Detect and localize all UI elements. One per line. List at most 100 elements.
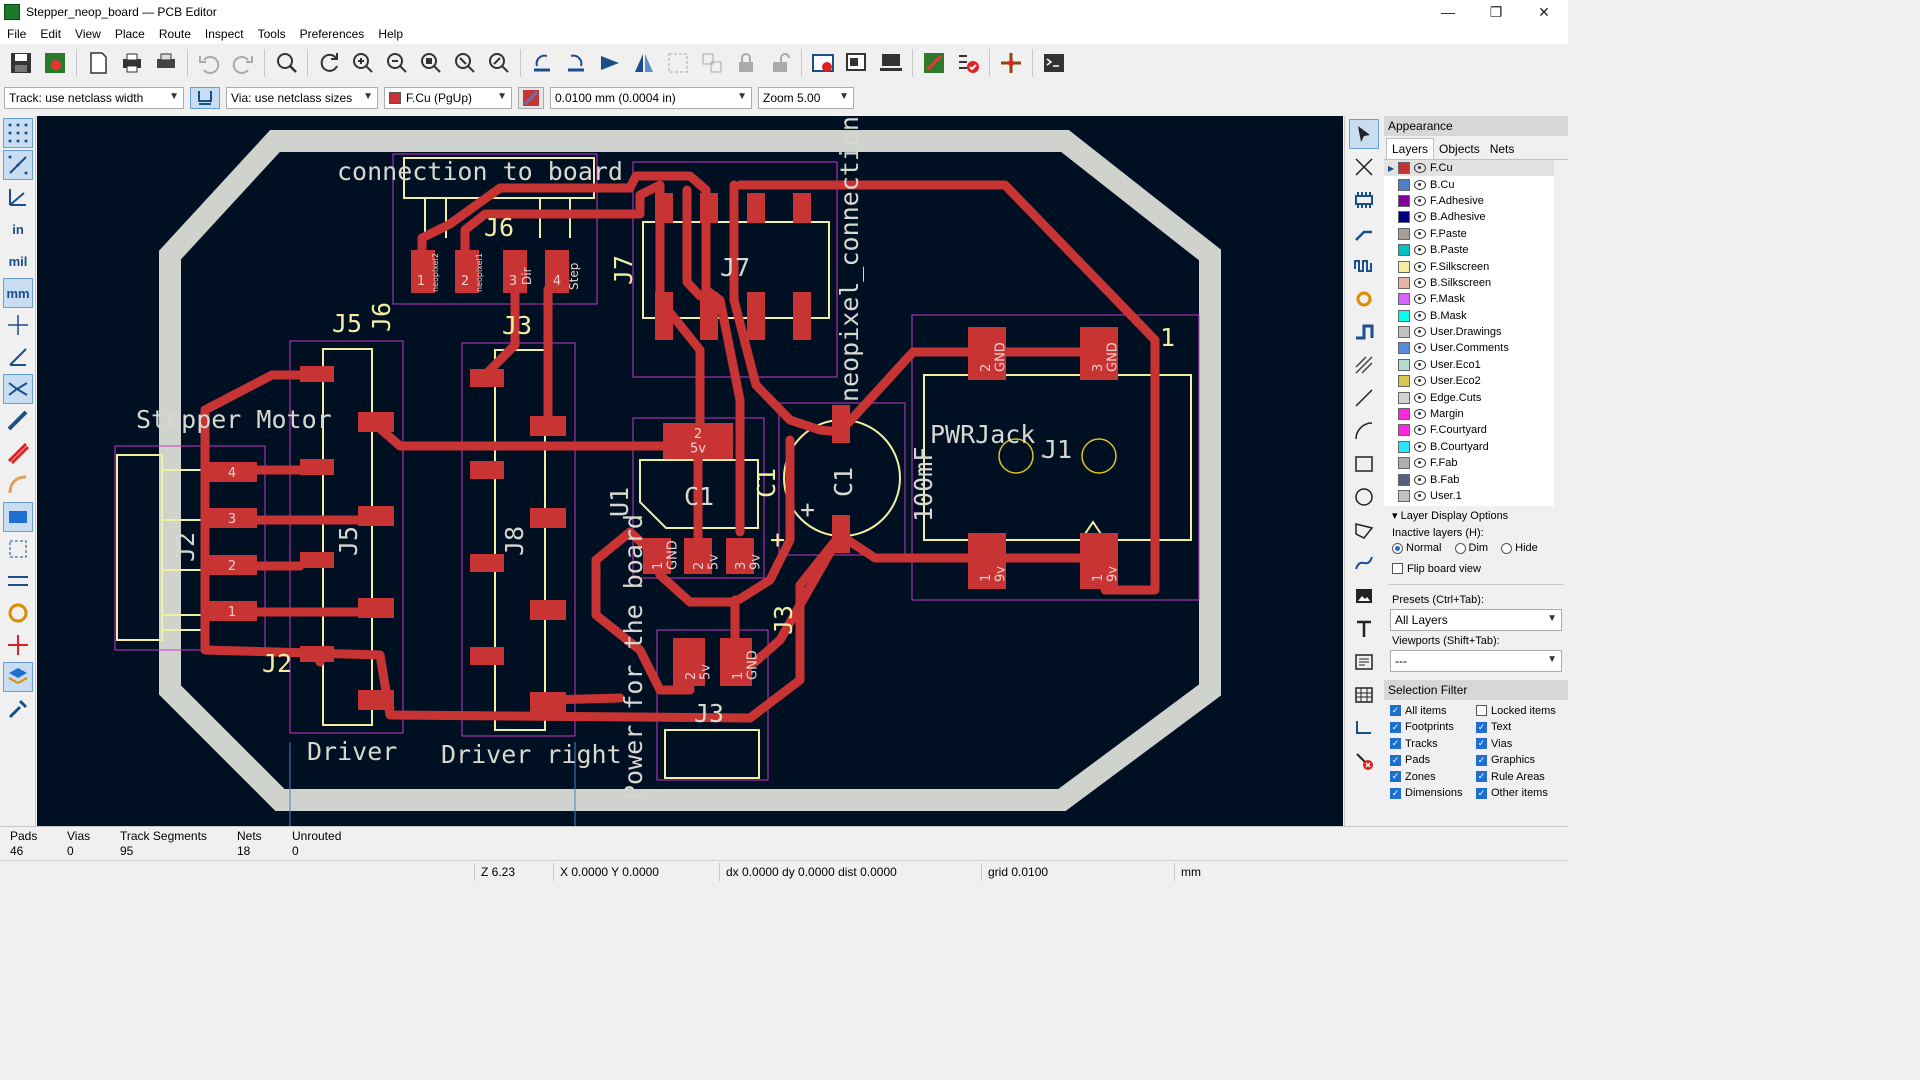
selection-filter-rule-areas[interactable]: ✓Rule Areas xyxy=(1476,770,1566,785)
visibility-eye-icon[interactable] xyxy=(1414,212,1426,223)
layer-select[interactable]: F.Cu (PgUp)▼ xyxy=(384,87,512,109)
draw-rectangle-icon[interactable] xyxy=(1349,449,1379,479)
zoom-select[interactable]: Zoom 5.00▼ xyxy=(758,87,854,109)
selection-filter-all-items[interactable]: ✓All items xyxy=(1390,704,1476,719)
grid-dots-icon[interactable] xyxy=(3,118,33,148)
refresh-icon[interactable] xyxy=(314,48,344,78)
local-ratsnest-icon[interactable] xyxy=(1349,152,1379,182)
microwave-icon[interactable] xyxy=(3,598,33,628)
zone-outline-icon[interactable] xyxy=(3,502,33,532)
menu-route[interactable]: Route xyxy=(158,27,191,41)
mirror-icon[interactable] xyxy=(629,48,659,78)
zoom-out-icon[interactable] xyxy=(382,48,412,78)
tab-objects[interactable]: Objects xyxy=(1439,142,1480,156)
layer-color-swatch[interactable] xyxy=(1398,309,1410,322)
layer-row[interactable]: User.Eco2 xyxy=(1384,373,1554,389)
auto-track-width-button[interactable] xyxy=(190,87,220,109)
selection-filter-other-items[interactable]: ✓Other items xyxy=(1476,786,1566,801)
layer-row[interactable]: F.Adhesive xyxy=(1384,193,1554,209)
show-ratsnest-icon[interactable] xyxy=(996,48,1026,78)
layer-color-swatch[interactable] xyxy=(1398,162,1410,175)
unit-mils-button[interactable]: mil xyxy=(3,246,33,276)
add-text-icon[interactable] xyxy=(1349,614,1379,644)
layer-color-swatch[interactable] xyxy=(1398,194,1410,207)
unit-mm-button[interactable]: mm xyxy=(3,278,33,308)
minimize-icon[interactable]: — xyxy=(1441,4,1455,20)
layer-color-swatch[interactable] xyxy=(1398,408,1410,421)
layer-color-swatch[interactable] xyxy=(1398,358,1410,371)
layer-row[interactable]: F.Mask xyxy=(1384,291,1554,307)
inactive-normal-radio[interactable]: Normal xyxy=(1392,542,1441,554)
selection-filter-tracks[interactable]: ✓Tracks xyxy=(1390,737,1476,752)
visibility-eye-icon[interactable] xyxy=(1414,195,1426,206)
rotate-ccw-icon[interactable] xyxy=(527,48,557,78)
draw-arc-icon[interactable] xyxy=(1349,416,1379,446)
layer-row[interactable]: User.1 xyxy=(1384,488,1554,504)
layer-manager-icon[interactable] xyxy=(3,534,33,564)
via-outline-icon[interactable] xyxy=(3,438,33,468)
layer-row[interactable]: F.Courtyard xyxy=(1384,422,1554,438)
layer-row[interactable]: User.Comments xyxy=(1384,340,1554,356)
add-table-icon[interactable] xyxy=(1349,680,1379,710)
menu-edit[interactable]: Edit xyxy=(40,27,62,41)
add-via-icon[interactable] xyxy=(1349,284,1379,314)
layer-color-swatch[interactable] xyxy=(1398,326,1410,339)
console-icon[interactable] xyxy=(1039,48,1069,78)
menu-inspect[interactable]: Inspect xyxy=(204,27,244,41)
visibility-eye-icon[interactable] xyxy=(1414,425,1426,436)
layer-row[interactable]: B.Adhesive xyxy=(1384,209,1554,225)
visibility-eye-icon[interactable] xyxy=(1414,343,1426,354)
appearance-icon[interactable] xyxy=(3,630,33,660)
selection-filter-dimensions[interactable]: ✓Dimensions xyxy=(1390,786,1476,801)
layer-color-swatch[interactable] xyxy=(1398,342,1410,355)
pcb-canvas[interactable]: connection to board Stepper Motor Driver… xyxy=(37,116,1343,826)
menu-file[interactable]: File xyxy=(7,27,27,41)
visibility-eye-icon[interactable] xyxy=(1414,359,1426,370)
zoom-in-icon[interactable] xyxy=(348,48,378,78)
selection-filter-vias[interactable]: ✓Vias xyxy=(1476,737,1566,752)
close-icon[interactable]: ✕ xyxy=(1538,3,1550,20)
page-settings-icon[interactable] xyxy=(83,48,113,78)
layer-row[interactable]: F.Silkscreen xyxy=(1384,258,1554,274)
footprint-editor-icon[interactable] xyxy=(842,48,872,78)
visibility-eye-icon[interactable] xyxy=(1414,327,1426,338)
zoom-objects-icon[interactable] xyxy=(450,48,480,78)
group-icon[interactable] xyxy=(663,48,693,78)
add-zone-icon[interactable] xyxy=(1349,317,1379,347)
add-textbox-icon[interactable] xyxy=(1349,647,1379,677)
rotate-cw-icon[interactable] xyxy=(561,48,591,78)
draw-line-icon[interactable] xyxy=(1349,383,1379,413)
zone-fill-icon[interactable] xyxy=(3,470,33,500)
layer-color-swatch[interactable] xyxy=(1398,391,1410,404)
place-footprint-icon[interactable] xyxy=(1349,185,1379,215)
visibility-eye-icon[interactable] xyxy=(1414,376,1426,387)
menu-place[interactable]: Place xyxy=(114,27,145,41)
plot-icon[interactable] xyxy=(151,48,181,78)
unlock-icon[interactable] xyxy=(765,48,795,78)
selection-filter-zones[interactable]: ✓Zones xyxy=(1390,770,1476,785)
layer-color-swatch[interactable] xyxy=(1398,375,1410,388)
visibility-eye-icon[interactable] xyxy=(1414,179,1426,190)
menu-view[interactable]: View xyxy=(75,27,101,41)
visibility-eye-icon[interactable] xyxy=(1414,392,1426,403)
layer-color-swatch[interactable] xyxy=(1398,276,1410,289)
layer-row[interactable]: ▶F.Cu xyxy=(1384,160,1554,177)
update-pcb-icon[interactable] xyxy=(808,48,838,78)
tab-layers[interactable]: Layers xyxy=(1386,138,1435,159)
find-icon[interactable] xyxy=(271,48,301,78)
layer-color-swatch[interactable] xyxy=(1398,178,1410,191)
layer-color-swatch[interactable] xyxy=(1398,490,1410,502)
delete-icon[interactable] xyxy=(1349,746,1379,776)
layer-row[interactable]: B.Paste xyxy=(1384,242,1554,258)
layers-icon[interactable] xyxy=(3,662,33,692)
draw-polygon-icon[interactable] xyxy=(1349,515,1379,545)
visibility-eye-icon[interactable] xyxy=(1414,261,1426,272)
visibility-eye-icon[interactable] xyxy=(1414,277,1426,288)
tab-nets[interactable]: Nets xyxy=(1489,142,1515,156)
add-dimension-icon[interactable] xyxy=(1349,713,1379,743)
selection-filter-graphics[interactable]: ✓Graphics xyxy=(1476,753,1566,768)
zoom-selection-icon[interactable] xyxy=(484,48,514,78)
inactive-hide-radio[interactable]: Hide xyxy=(1501,542,1538,554)
grid-select[interactable]: 0.0100 mm (0.0004 in)▼ xyxy=(550,87,752,109)
tune-length-icon[interactable] xyxy=(1349,251,1379,281)
